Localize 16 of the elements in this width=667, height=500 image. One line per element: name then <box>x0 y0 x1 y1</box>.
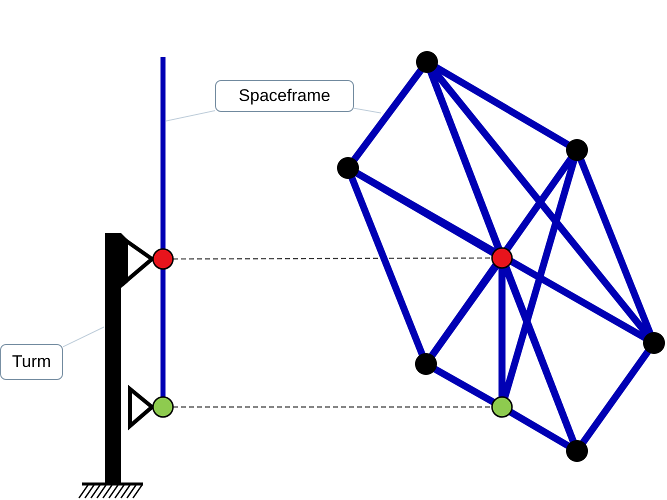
leader-line <box>62 326 104 348</box>
vertical-beam <box>160 57 166 397</box>
dashed-line <box>173 406 492 408</box>
joint-circle <box>491 396 513 418</box>
label-box <box>0 344 63 380</box>
dashed-line <box>173 257 492 260</box>
tower-column <box>105 233 128 483</box>
leader-line <box>354 108 382 114</box>
joint-circle <box>491 247 513 269</box>
label-text: Spaceframe <box>238 86 330 106</box>
joint-circle <box>152 248 174 270</box>
joint-circle <box>152 396 174 418</box>
label-text: Turm <box>12 352 52 372</box>
spaceframe-truss-drawing <box>337 51 665 462</box>
leader-line <box>166 110 216 122</box>
label-box <box>215 80 354 112</box>
